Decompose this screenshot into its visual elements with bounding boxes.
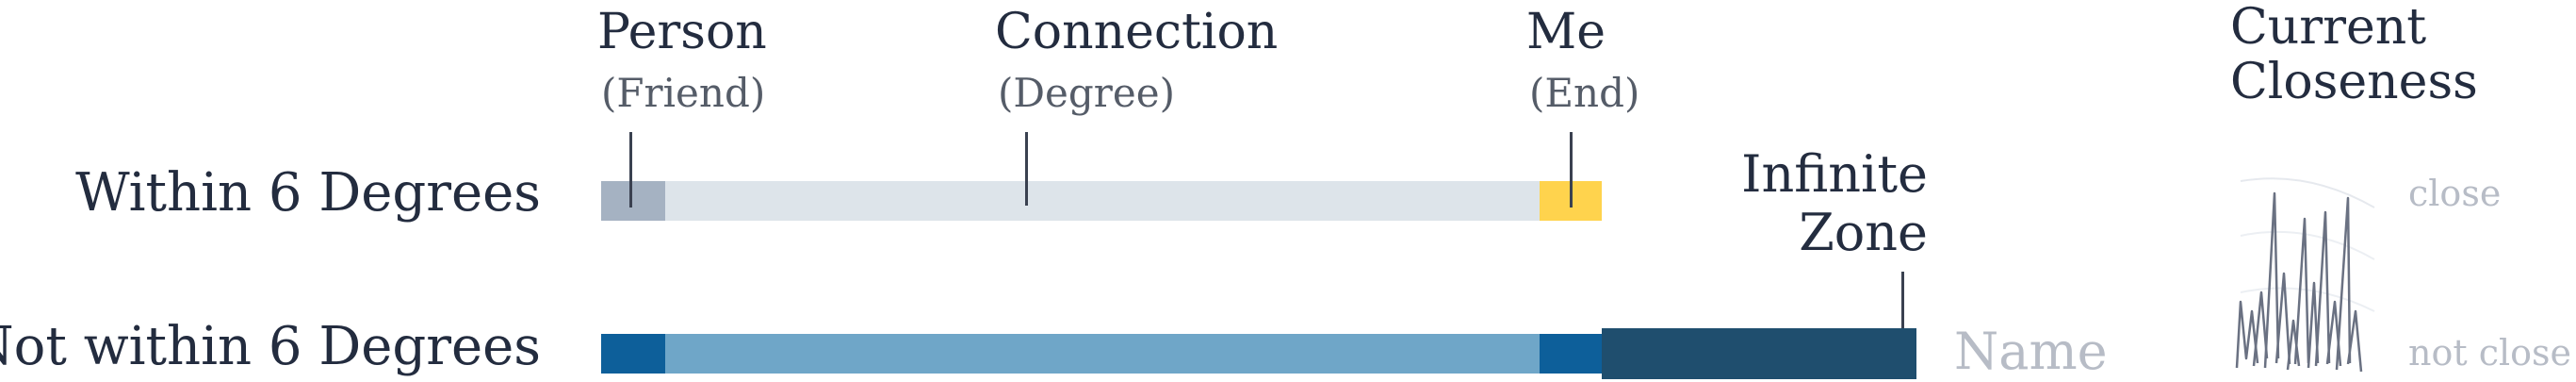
closeness-glyph	[2235, 177, 2375, 373]
row1-person-segment	[601, 181, 665, 221]
row1-connection-segment	[665, 181, 1540, 221]
infinite-zone-label: Infinite Zone	[1741, 145, 1928, 262]
infinite-zone-tick	[1901, 272, 1904, 334]
name-label: Name	[1954, 322, 2108, 381]
person-tick	[629, 132, 632, 208]
person-subheader: (Friend)	[601, 70, 766, 116]
infinite-zone-line1: Infinite	[1741, 144, 1928, 204]
row2-me-segment	[1540, 334, 1602, 374]
me-tick	[1570, 132, 1573, 208]
connection-header: Connection	[995, 4, 1279, 60]
closeness-title-line1: Current	[2230, 0, 2427, 56]
connection-tick	[1025, 132, 1028, 208]
row1-connection-tick-overlay	[1025, 181, 1028, 206]
row2-infinite-zone-segment	[1602, 328, 1916, 379]
person-header: Person	[597, 4, 767, 60]
row2-connection-segment	[665, 334, 1540, 374]
infinite-zone-line2: Zone	[1799, 203, 1928, 262]
closeness-title-line2: Closeness	[2230, 54, 2478, 110]
row1-person-tick-overlay	[629, 181, 632, 208]
closeness-legend-title: Current Closeness	[2230, 0, 2478, 109]
row-label-not-within: Not within 6 Degrees	[0, 316, 541, 377]
closeness-top-label: close	[2408, 173, 2502, 214]
closeness-bottom-label: not close	[2408, 332, 2572, 374]
row2-person-segment	[601, 334, 665, 374]
me-subheader: (End)	[1529, 70, 1640, 116]
me-header: Me	[1526, 4, 1606, 60]
connection-subheader: (Degree)	[998, 70, 1175, 116]
row1-me-tick-overlay	[1570, 181, 1573, 208]
row-label-within: Within 6 Degrees	[75, 162, 541, 224]
